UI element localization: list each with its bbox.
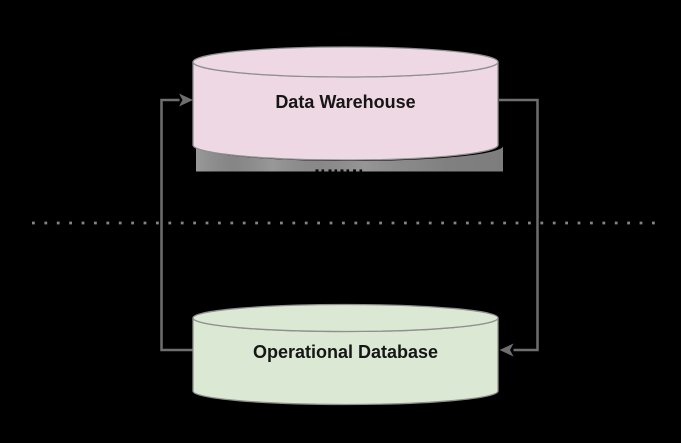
operational-cylinder-top <box>192 303 499 333</box>
node-operational-database: Operational Database <box>192 303 499 406</box>
node-data-warehouse: Data Warehouse <box>192 46 499 161</box>
warehouse-label: Data Warehouse <box>275 92 415 112</box>
arrowhead-into-warehouse-icon <box>179 93 193 107</box>
warehouse-shadow <box>196 146 503 172</box>
illegible-caption-remnant <box>315 169 363 172</box>
warehouse-shadow-streaks <box>196 146 503 172</box>
warehouse-cylinder-top <box>192 46 499 78</box>
operational-label: Operational Database <box>253 342 438 362</box>
arrowhead-into-operational-icon <box>499 343 514 357</box>
edge-left-line <box>160 98 196 352</box>
edge-operational-to-warehouse <box>160 93 196 352</box>
edge-right-line <box>499 98 539 352</box>
edge-warehouse-to-operational <box>499 98 539 357</box>
